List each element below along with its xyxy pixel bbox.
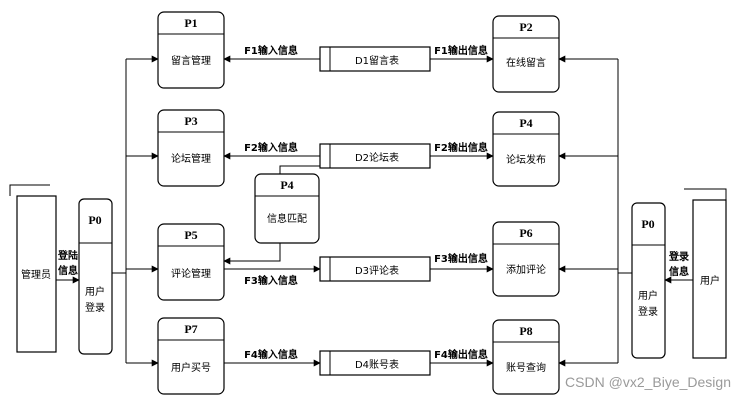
process-p1: P1 留言管理 [157, 11, 225, 89]
store-d4: D4账号表 [319, 350, 431, 376]
flow-f1-out-label: F1输出信息 [434, 44, 488, 57]
store-d2-label: D2论坛表 [355, 151, 399, 164]
process-left-p0-label-1: 用户 [85, 285, 105, 298]
process-p2: P2 在线留言 [492, 15, 560, 93]
store-d1-label: D1留言表 [355, 54, 399, 67]
process-left-p0: P0 用户 登录 [78, 198, 113, 355]
process-p8-id: P8 [519, 324, 532, 338]
admin-login-flow-line2: 信息 [58, 264, 78, 277]
process-left-p0-id: P0 [88, 213, 101, 227]
process-p4-match: P4 信息匹配 [254, 173, 320, 244]
process-p8-label: 账号查询 [506, 361, 546, 374]
user-login-flow-line2: 信息 [669, 265, 689, 278]
entity-user-label: 用户 [700, 274, 720, 287]
flow-f2-in-label: F2输入信息 [244, 141, 298, 154]
process-p5-label: 评论管理 [171, 267, 211, 280]
process-p3: P3 论坛管理 [157, 109, 225, 187]
store-d3: D3评论表 [319, 256, 431, 282]
process-p4: P4 论坛发布 [492, 111, 560, 187]
process-p8: P8 账号查询 [492, 319, 560, 395]
process-p4-id: P4 [519, 116, 532, 130]
process-p7: P7 用户买号 [157, 317, 225, 395]
process-p4-match-id: P4 [280, 178, 293, 192]
flow-f2-out-label: F2输出信息 [434, 141, 488, 154]
process-p2-id: P2 [519, 20, 532, 34]
flow-f4-out-label: F4输出信息 [434, 348, 488, 361]
process-p7-id: P7 [184, 322, 197, 336]
entity-admin: 管理员 [9, 184, 57, 353]
process-p1-label: 留言管理 [171, 54, 211, 67]
store-d4-label: D4账号表 [355, 358, 399, 371]
process-p6-label: 添加评论 [506, 263, 546, 276]
store-d1: D1留言表 [319, 46, 431, 72]
store-d2: D2论坛表 [319, 143, 431, 169]
process-p5-id: P5 [184, 228, 197, 242]
process-p4-label: 论坛发布 [506, 153, 546, 166]
entity-user: 用户 [684, 188, 727, 359]
process-p7-label: 用户买号 [171, 361, 211, 374]
process-p2-label: 在线留言 [506, 56, 546, 69]
connectors [56, 55, 693, 367]
flow-f3-out-label: F3输出信息 [434, 252, 488, 265]
watermark: CSDN @vx2_Biye_Design [565, 374, 731, 390]
process-right-p0-label-2: 登录 [638, 305, 658, 318]
admin-login-flow-line1: 登陆 [57, 249, 78, 262]
process-right-p0-id: P0 [641, 217, 654, 231]
store-d3-label: D3评论表 [355, 264, 399, 277]
process-p4-match-label: 信息匹配 [267, 212, 307, 225]
process-p3-label: 论坛管理 [171, 152, 211, 165]
process-p3-id: P3 [184, 114, 197, 128]
flow-f4-in-label: F4输入信息 [244, 348, 298, 361]
process-left-p0-label-2: 登录 [85, 301, 105, 314]
process-p5: P5 评论管理 [157, 223, 225, 301]
flow-f3-in-label: F3输入信息 [244, 274, 298, 287]
entity-admin-label: 管理员 [21, 268, 51, 281]
process-p6: P6 添加评论 [492, 221, 560, 297]
user-login-flow-line1: 登录 [668, 250, 689, 263]
process-right-p0-label-1: 用户 [638, 289, 658, 302]
process-right-p0: P0 用户 登录 [631, 202, 666, 359]
process-p6-id: P6 [519, 226, 532, 240]
process-p1-id: P1 [184, 16, 197, 30]
flow-f1-in-label: F1输入信息 [244, 44, 298, 57]
